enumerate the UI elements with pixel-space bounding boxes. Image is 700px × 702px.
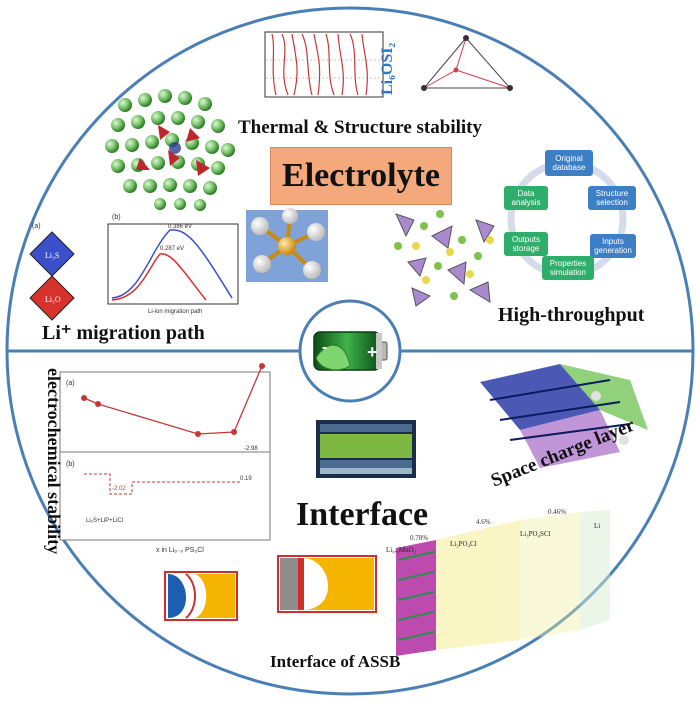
electro-formula: Li₂S+LiP+LiCl xyxy=(86,518,123,524)
assb-mat2: Li₃PO₄Cl xyxy=(450,540,477,548)
li3o-label: Li₃O xyxy=(45,295,61,304)
label-highthroughput: High-throughput xyxy=(498,304,645,326)
crystal-structure-purple xyxy=(394,210,495,307)
assb-pct1: 0.78% xyxy=(410,534,428,542)
molecule-image xyxy=(246,208,328,282)
assb-mat4: Li xyxy=(594,522,600,530)
electrochemical-plot: (a) (b) -2.02 -2.98 0.19 Li₂S+LiP+LiCl x… xyxy=(59,363,271,554)
center-title: Electrolyte xyxy=(270,147,452,205)
ternary-diagram xyxy=(421,35,513,91)
peak2-label: 0.287 eV xyxy=(160,246,184,252)
label-electrochemical: electrochemical stability xyxy=(44,368,64,555)
migration-energy-plot: (b) 0.386 eV 0.287 eV Li-ion migration p… xyxy=(107,214,239,315)
label-migration: Li⁺ migration path xyxy=(42,322,205,344)
electro-b-label: (b) xyxy=(66,461,75,468)
cycle-item-original-database: Original database xyxy=(545,150,593,176)
li3s-label: Li₃S xyxy=(45,251,59,260)
label-thermal: Thermal & Structure stability xyxy=(238,117,482,138)
migration-xlabel: Li-ion migration path xyxy=(148,309,202,315)
assb-pct2: 4.6% xyxy=(476,518,491,526)
cycle-item-data-analysis: Data analysis xyxy=(504,186,548,210)
cycle-item-inputs-generation: Inputs generation xyxy=(590,234,636,258)
space-charge-crystal xyxy=(480,364,648,468)
cycle-item-outputs-storage: Outputs storage xyxy=(504,232,548,256)
assb-mat1: Li₀.₅MnO₂ xyxy=(386,546,417,554)
formula-thermal: Li₆OSI₂ xyxy=(379,43,396,95)
assb-materials-strip: 0.78% 4.6% 0.46% Li₀.₅MnO₂ Li₃PO₄Cl Li₃P… xyxy=(386,508,610,656)
peak1-label: 0.386 eV xyxy=(168,224,192,230)
cycle-item-properties-simulation: Properties simulation xyxy=(542,256,594,280)
li6osi2-plot: Li₆OSI₂ xyxy=(264,31,396,98)
assb-mat3: Li₃PO₄SCl xyxy=(520,530,551,538)
crystal-structure-green xyxy=(105,89,235,211)
migration-diamonds: Li₃S Li₃O (a) xyxy=(29,223,75,321)
battery-cell-image xyxy=(316,420,416,478)
panel-b-label: (b) xyxy=(112,214,121,221)
svg-text:+: + xyxy=(367,342,378,362)
assb-schematic-right xyxy=(277,555,377,613)
label-interface: Interface xyxy=(296,496,429,533)
electro-a-label: (a) xyxy=(66,380,75,387)
svg-text:-: - xyxy=(322,339,327,356)
cycle-item-structure-selection: Structure selection xyxy=(588,186,636,210)
panel-a-label: (a) xyxy=(32,223,41,230)
assb-schematic-left xyxy=(164,571,238,621)
electro-xaxis: x in Li₆₋ₓ PS₅Cl xyxy=(156,547,204,554)
label-assb: Interface of ASSB xyxy=(270,652,401,671)
battery-icon: + - xyxy=(298,299,402,403)
assb-pct3: 0.46% xyxy=(548,508,566,516)
electro-val1: -2.02 xyxy=(112,486,126,492)
electro-val4: 0.19 xyxy=(240,476,252,482)
electro-val2: -2.98 xyxy=(244,446,258,452)
